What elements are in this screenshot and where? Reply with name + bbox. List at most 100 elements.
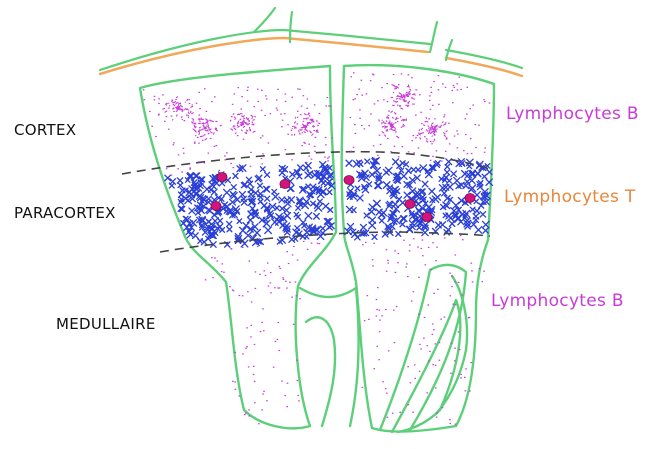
b-cell-dot <box>208 153 210 154</box>
b-cell-dot <box>301 145 303 146</box>
b-cell-dot <box>362 244 364 245</box>
b-cell-dot <box>484 147 486 148</box>
b-cell-dot <box>411 300 413 301</box>
follicle-mark <box>393 101 395 102</box>
b-cell-dot <box>439 342 441 343</box>
t-cell-mark <box>318 199 323 204</box>
paracortex-cell <box>211 202 221 211</box>
b-cell-dot <box>377 155 379 156</box>
b-cell-dot <box>237 135 239 136</box>
follicle-mark <box>396 102 397 103</box>
b-cell-dot <box>279 350 281 351</box>
b-cell-dot <box>288 263 290 264</box>
b-cell-dot <box>260 331 262 332</box>
b-cell-dot <box>436 150 438 151</box>
follicle-mark <box>244 126 245 127</box>
b-cell-dot <box>257 246 259 247</box>
b-cell-dot <box>433 293 435 294</box>
t-cell-mark <box>293 237 297 241</box>
t-cell-mark <box>451 171 457 177</box>
follicle-mark <box>176 111 177 112</box>
b-cell-dot <box>231 116 233 117</box>
t-cell-mark <box>265 227 272 234</box>
b-cell-dot <box>454 281 456 282</box>
b-cell-dot <box>418 147 420 148</box>
b-cell-dot <box>489 102 491 103</box>
b-cell-dot <box>286 287 288 288</box>
b-cell-dot <box>328 156 330 157</box>
b-cell-dot <box>394 250 396 251</box>
b-cell-dot <box>393 74 395 75</box>
b-cell-dot <box>242 295 244 296</box>
cortex-label: CORTEX <box>14 121 76 139</box>
b-cell-dot <box>436 417 438 418</box>
b-cell-dot <box>440 319 442 320</box>
b-cell-dot <box>311 243 313 244</box>
t-cell-mark <box>165 175 171 181</box>
t-cell-mark <box>227 227 232 232</box>
follicle-mark <box>421 128 422 129</box>
b-cell-dot <box>379 310 381 311</box>
b-cell-dot <box>444 237 446 238</box>
b-cell-dot <box>316 120 318 121</box>
b-cell-dot <box>449 273 451 274</box>
b-cell-dot <box>446 137 448 138</box>
follicle-mark <box>253 131 255 132</box>
b-cell-dot <box>422 255 424 256</box>
b-cell-dot <box>292 254 294 255</box>
b-cell-dot <box>286 406 288 407</box>
b-cell-dot <box>293 246 295 247</box>
follicle-mark <box>313 126 314 127</box>
b-cell-dot <box>436 247 438 248</box>
b-cell-dot <box>382 381 384 382</box>
t-cell-mark <box>393 159 399 165</box>
t-cell-mark <box>320 226 325 231</box>
t-cell-mark <box>315 204 322 211</box>
b-cell-dot <box>277 339 279 340</box>
follicle-mark <box>238 121 239 122</box>
b-cell-dot <box>409 250 411 251</box>
b-cell-dot <box>407 276 409 277</box>
b-cell-dot <box>414 378 416 379</box>
b-cell-dot <box>259 274 261 275</box>
b-cell-dot <box>460 377 462 378</box>
follicle-mark <box>306 118 307 119</box>
follicle-mark <box>192 119 194 120</box>
b-cell-dot <box>434 343 436 344</box>
b-cell-dot <box>458 331 460 332</box>
b-cell-dot <box>418 314 420 315</box>
b-cell-dot <box>319 243 321 244</box>
b-cell-dot <box>368 125 370 126</box>
b-cell-dot <box>393 309 395 310</box>
b-cell-dot <box>265 95 267 96</box>
b-cell-dot <box>386 271 388 272</box>
follicle-mark <box>248 118 249 119</box>
t-cell-mark <box>482 174 487 179</box>
b-cell-dot <box>250 130 252 131</box>
b-cell-dot <box>444 114 446 115</box>
b-cell-dot <box>424 317 426 318</box>
b-cell-dot <box>469 108 471 109</box>
follicle-mark <box>192 113 194 114</box>
b-cell-dot <box>261 158 263 159</box>
b-cell-dot <box>239 395 241 396</box>
b-cell-dot <box>411 140 413 141</box>
follicle-mark <box>398 96 400 97</box>
b-cell-dot <box>415 115 417 116</box>
b-cell-dot <box>248 366 250 367</box>
b-cell-dot <box>297 395 299 396</box>
b-cell-dot <box>443 116 445 117</box>
b-cell-dot <box>470 362 472 363</box>
b-cell-dot <box>479 268 481 269</box>
t-cell-mark <box>436 222 442 228</box>
node-outline <box>140 65 494 432</box>
b-cell-dot <box>395 131 397 132</box>
b-cell-dot <box>388 262 390 263</box>
t-cell-mark <box>475 171 481 177</box>
follicle-mark <box>391 129 393 130</box>
b-cell-dot <box>164 121 166 122</box>
b-cell-dot <box>285 93 287 94</box>
t-cell-mark <box>218 218 223 223</box>
follicle-mark <box>195 127 196 128</box>
b-cell-dot <box>370 113 372 114</box>
